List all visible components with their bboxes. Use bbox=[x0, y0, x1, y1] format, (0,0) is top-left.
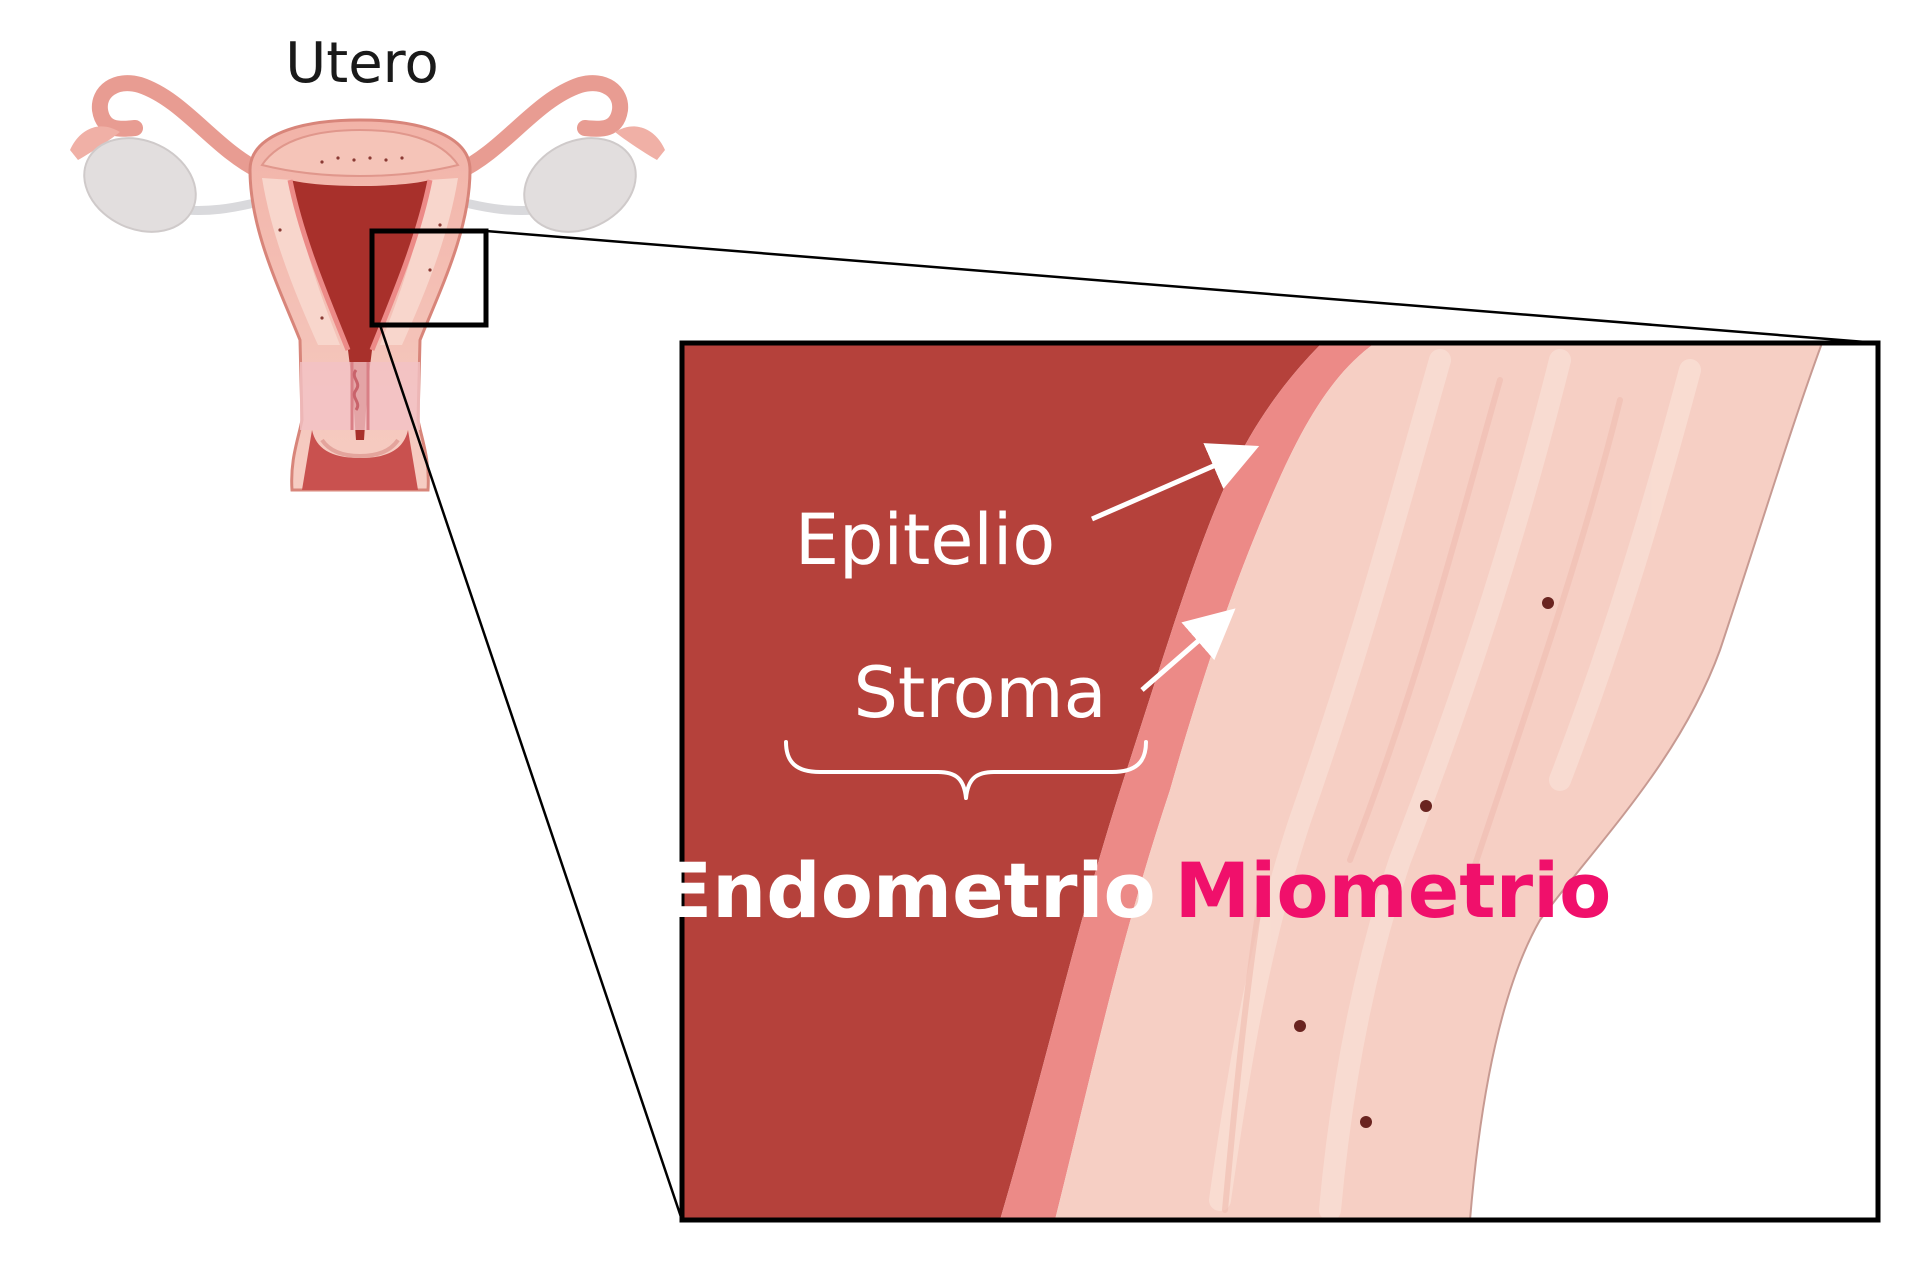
left-fimbriae bbox=[70, 126, 120, 160]
epithelium-arrow bbox=[1090, 443, 1260, 522]
vaginal-canal bbox=[302, 430, 418, 490]
myometrium-label: Miometrio bbox=[1175, 846, 1612, 935]
uterine-cavity bbox=[290, 180, 430, 440]
magnified-panel bbox=[682, 343, 1878, 1220]
uterus-label: Utero bbox=[285, 31, 438, 96]
endometrium-label: Endometrio bbox=[660, 846, 1155, 935]
left-ovary bbox=[83, 137, 197, 233]
left-fallopian-tube bbox=[91, 75, 270, 180]
epithelium-layer bbox=[1000, 343, 1375, 1220]
right-ovary bbox=[523, 137, 637, 233]
zoom-connector-bottom bbox=[378, 324, 684, 1221]
zoom-connector-top bbox=[485, 229, 1879, 345]
right-fimbriae bbox=[615, 126, 665, 160]
endometrium-brace bbox=[784, 740, 1148, 800]
endometrium-region bbox=[682, 343, 1322, 1220]
epithelium-label: Epitelio bbox=[795, 499, 1055, 581]
right-fallopian-tube bbox=[450, 75, 629, 180]
stroma-arrow bbox=[1140, 608, 1236, 692]
tissue-dots bbox=[1294, 597, 1554, 1128]
magnified-panel-frame bbox=[679, 340, 1881, 1223]
stroma-label: Stroma bbox=[853, 652, 1106, 734]
magnified-region-box bbox=[369, 228, 489, 328]
uterus-illustration bbox=[70, 75, 665, 492]
